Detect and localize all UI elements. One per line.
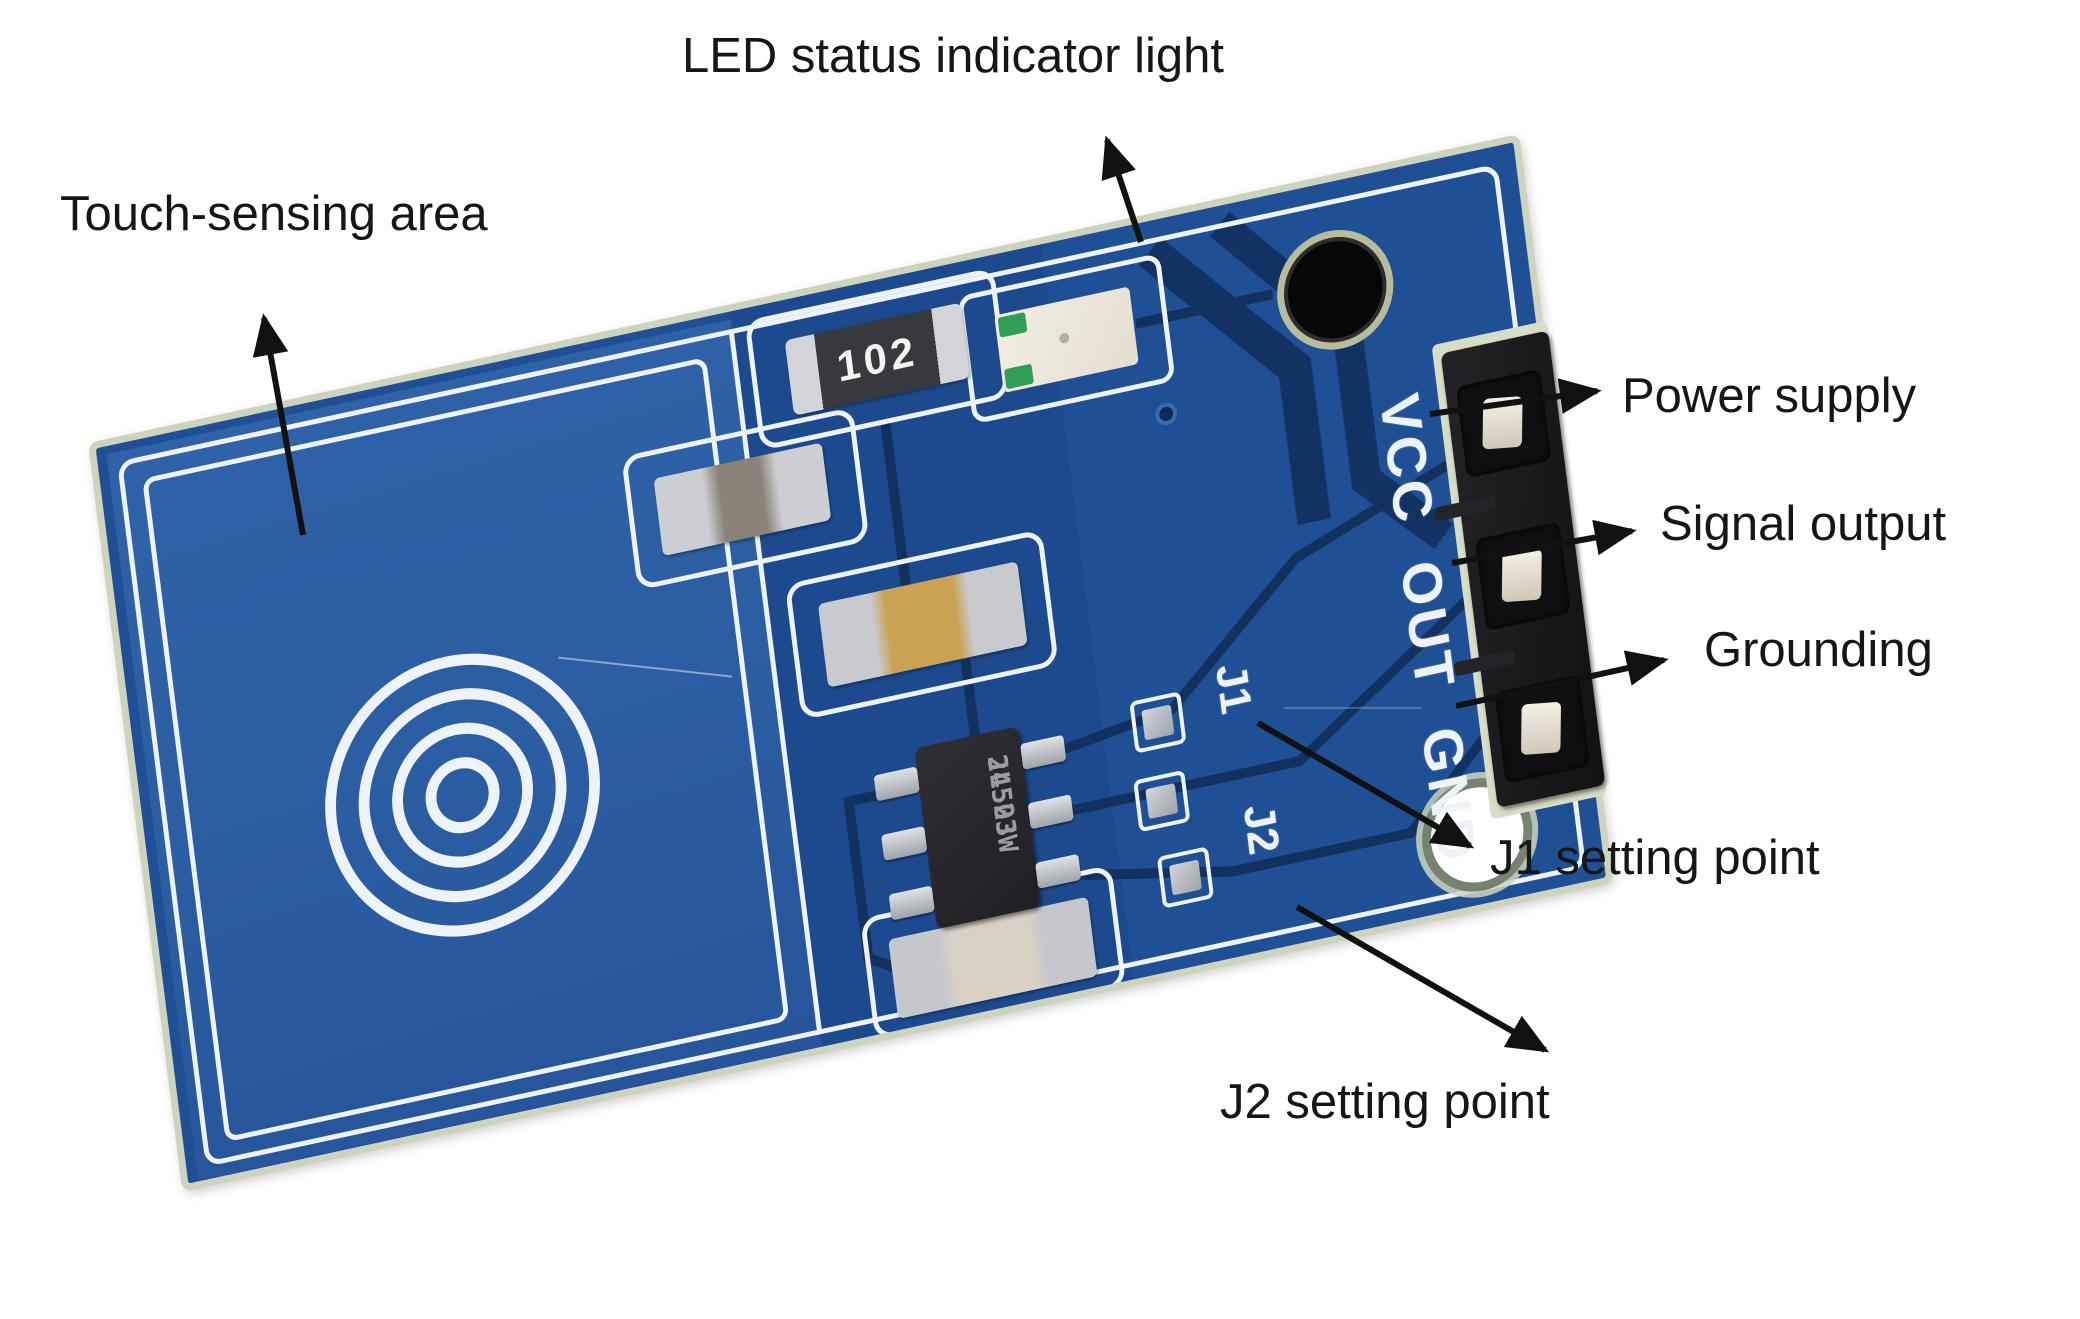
j1-pad-1 (1129, 691, 1187, 754)
touch-ring-2 (358, 688, 567, 903)
surface-scratch-2 (1283, 706, 1422, 709)
resistor-marking: 102 (834, 326, 921, 391)
j1-pad-1-metal (1141, 704, 1175, 741)
silkscreen-j2-label: J2 (1234, 799, 1289, 859)
led-green-mark-top (997, 311, 1028, 338)
header-pin-vcc (1455, 368, 1552, 479)
label-led: LED status indicator light (682, 29, 1224, 83)
silkscreen-lines (118, 166, 1585, 1164)
pin-solder-vcc (1482, 396, 1523, 450)
pcb-board: 102 2450J JL523W (88, 133, 1614, 1192)
touch-plate-outline (143, 359, 789, 1140)
led-die-dot (1058, 332, 1070, 345)
j1-pad-2 (1133, 769, 1191, 833)
ic-chip: 2450J JL523W (873, 726, 1082, 930)
pin-solder-out (1501, 548, 1542, 603)
ic-marking-line1: JL523W (980, 752, 1024, 856)
dark-trace-chevron-1 (1138, 237, 1331, 526)
label-j1: J1 setting point (1490, 831, 1820, 885)
label-ground: Grounding (1704, 623, 1933, 677)
touch-ring-3 (392, 722, 533, 868)
touch-ring-4 (425, 757, 500, 834)
pin-solder-gnd (1521, 701, 1562, 756)
plate-divider-line (729, 333, 822, 1031)
header-pin-gnd (1494, 674, 1590, 784)
j1-pad-2-metal (1145, 783, 1179, 820)
j2-pad-metal (1168, 859, 1203, 896)
label-j2: J2 setting point (1220, 1075, 1550, 1129)
label-signal: Signal output (1660, 497, 1947, 551)
capacitor-2-outline (786, 532, 1057, 717)
led-green-mark-bottom (1004, 363, 1034, 390)
silkscreen-j1-label: J1 (1206, 658, 1261, 718)
capacitor-1-outline (623, 410, 868, 588)
label-touch: Touch-sensing area (60, 187, 488, 241)
label-power: Power supply (1622, 369, 1917, 423)
touch-ring-1 (325, 653, 600, 937)
j2-pad (1156, 846, 1215, 909)
header-pin-out (1475, 521, 1571, 632)
